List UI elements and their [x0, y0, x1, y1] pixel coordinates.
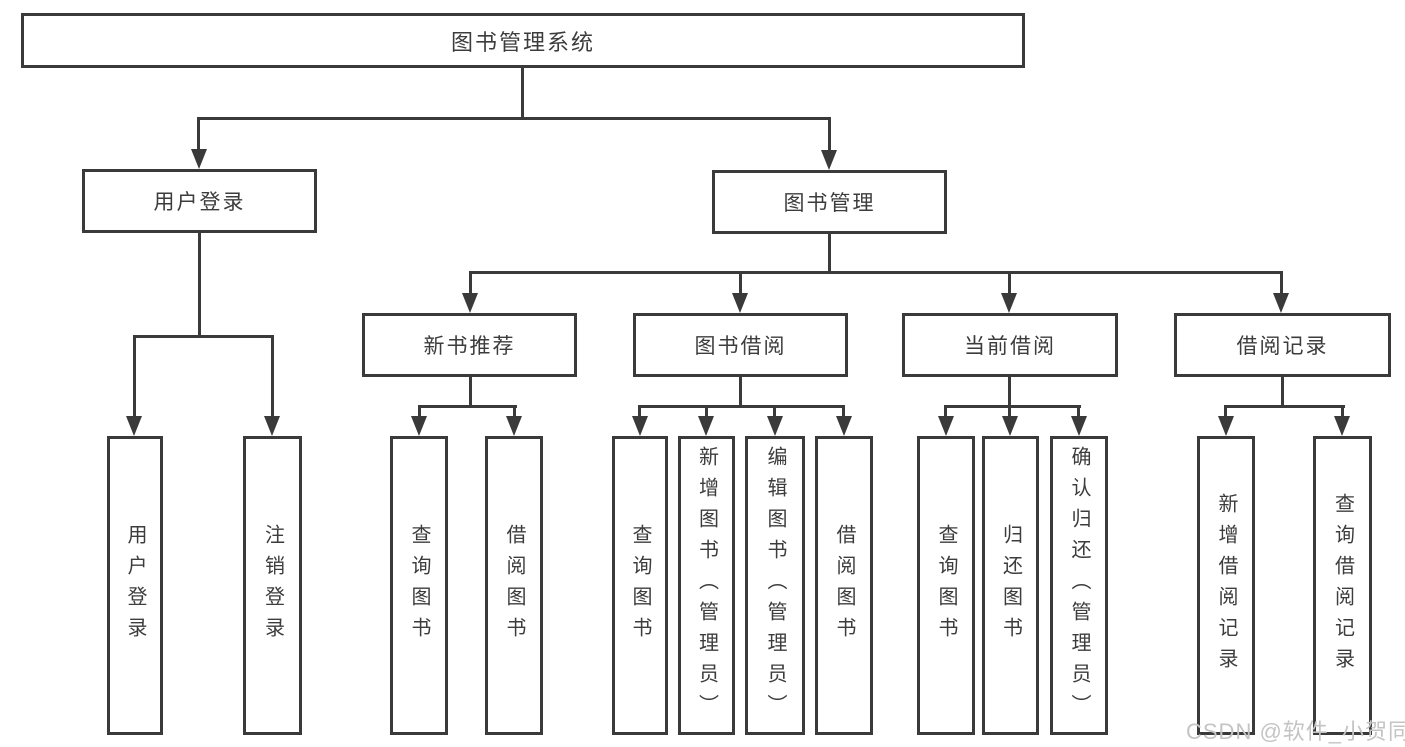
v-line [828, 117, 831, 153]
node-library-system-label: 图书管理系统 [450, 29, 595, 55]
node-confirm-return-admin: 确认归还（管理员） [1050, 436, 1108, 735]
v-line [198, 233, 201, 337]
h-line [944, 405, 1081, 408]
node-current-borrowing: 当前借阅 [902, 313, 1118, 377]
node-borrowing-query-books: 查询图书 [612, 436, 668, 735]
v-line [133, 335, 136, 419]
arrowhead-icon [1334, 416, 1350, 436]
node-recommend-query-books-label: 查询图书 [408, 523, 430, 648]
arrowhead-icon [462, 293, 478, 313]
node-user-login: 用户登录 [107, 436, 163, 735]
v-line [828, 234, 831, 274]
arrowhead-icon [506, 416, 522, 436]
node-current-borrowing-label: 当前借阅 [964, 335, 1056, 358]
node-query-borrow-record-label: 查询借阅记录 [1331, 492, 1354, 679]
v-line [1008, 271, 1011, 296]
node-borrow-records: 借阅记录 [1174, 313, 1391, 377]
arrowhead-icon [632, 416, 648, 436]
node-recommend-query-books: 查询图书 [390, 436, 448, 735]
h-line [1224, 405, 1345, 408]
node-edit-books-admin: 编辑图书（管理员） [745, 436, 805, 735]
node-book-management-label: 图书管理 [783, 192, 876, 215]
node-add-books-admin: 新增图书（管理员） [678, 436, 735, 735]
arrowhead-icon [411, 416, 427, 436]
node-borrowing-borrow-books: 借阅图书 [815, 436, 873, 735]
h-line [197, 117, 831, 120]
v-line [271, 335, 274, 419]
node-return-books: 归还图书 [982, 436, 1039, 735]
v-line [1008, 377, 1011, 407]
node-add-books-admin-label: 新增图书（管理员） [695, 446, 718, 725]
node-recommend-borrow-books-label: 借阅图书 [503, 523, 525, 648]
node-book-borrowing: 图书借阅 [633, 313, 848, 377]
v-line [521, 68, 524, 118]
arrowhead-icon [698, 416, 714, 436]
node-library-system: 图书管理系统 [21, 13, 1025, 68]
arrowhead-icon [1071, 416, 1087, 436]
v-line [1077, 405, 1080, 419]
v-line [1280, 271, 1283, 296]
arrowhead-icon [821, 150, 837, 170]
arrowhead-icon [767, 416, 783, 436]
v-line [197, 117, 200, 153]
v-line [705, 405, 708, 419]
node-logout-label: 注销登录 [261, 523, 284, 648]
arrowhead-icon [126, 416, 142, 436]
node-add-borrow-record: 新增借阅记录 [1197, 436, 1255, 735]
v-line [469, 377, 472, 407]
v-line [842, 405, 845, 419]
h-line [418, 405, 517, 408]
h-line [638, 405, 845, 408]
v-line [513, 405, 516, 419]
v-line [1281, 377, 1284, 407]
node-logout: 注销登录 [243, 436, 302, 735]
h-line [469, 271, 1283, 274]
node-user-login-group-label: 用户登录 [153, 191, 246, 214]
arrowhead-icon [264, 416, 280, 436]
node-new-book-recommend: 新书推荐 [362, 313, 577, 377]
node-borrowing-borrow-books-label: 借阅图书 [833, 523, 855, 648]
v-line [739, 271, 742, 296]
arrowhead-icon [1002, 416, 1018, 436]
arrowhead-icon [1001, 293, 1017, 313]
h-line [133, 335, 274, 338]
node-new-book-recommend-label: 新书推荐 [423, 335, 516, 358]
node-borrowing-query-books-label: 查询图书 [629, 523, 651, 648]
v-line [1008, 405, 1011, 419]
v-line [739, 377, 742, 407]
node-current-query-books: 查询图书 [917, 436, 975, 735]
csdn-watermark: CSDN @软件_小贺同学 [1186, 719, 1405, 744]
node-book-management: 图书管理 [712, 170, 947, 234]
arrowhead-icon [1218, 416, 1234, 436]
node-borrow-records-label: 借阅记录 [1236, 335, 1329, 358]
node-recommend-borrow-books: 借阅图书 [485, 436, 543, 735]
arrowhead-icon [1273, 293, 1289, 313]
node-query-borrow-record: 查询借阅记录 [1313, 436, 1372, 735]
node-add-borrow-record-label: 新增借阅记录 [1215, 492, 1237, 679]
node-return-books-label: 归还图书 [999, 523, 1022, 648]
arrowhead-icon [938, 416, 954, 436]
v-line [1341, 405, 1344, 419]
node-user-login-group: 用户登录 [82, 169, 317, 233]
v-line [469, 271, 472, 296]
arrowhead-icon [732, 293, 748, 313]
v-line [944, 405, 947, 419]
node-current-query-books-label: 查询图书 [935, 523, 957, 648]
arrowhead-icon [191, 149, 207, 169]
node-book-borrowing-label: 图书借阅 [694, 335, 787, 358]
v-line [638, 405, 641, 419]
v-line [1224, 405, 1227, 419]
v-line [773, 405, 776, 419]
node-edit-books-admin-label: 编辑图书（管理员） [764, 446, 786, 725]
node-confirm-return-admin-label: 确认归还（管理员） [1068, 446, 1090, 725]
arrowhead-icon [836, 416, 852, 436]
v-line [418, 405, 421, 419]
node-user-login-label: 用户登录 [124, 523, 146, 648]
